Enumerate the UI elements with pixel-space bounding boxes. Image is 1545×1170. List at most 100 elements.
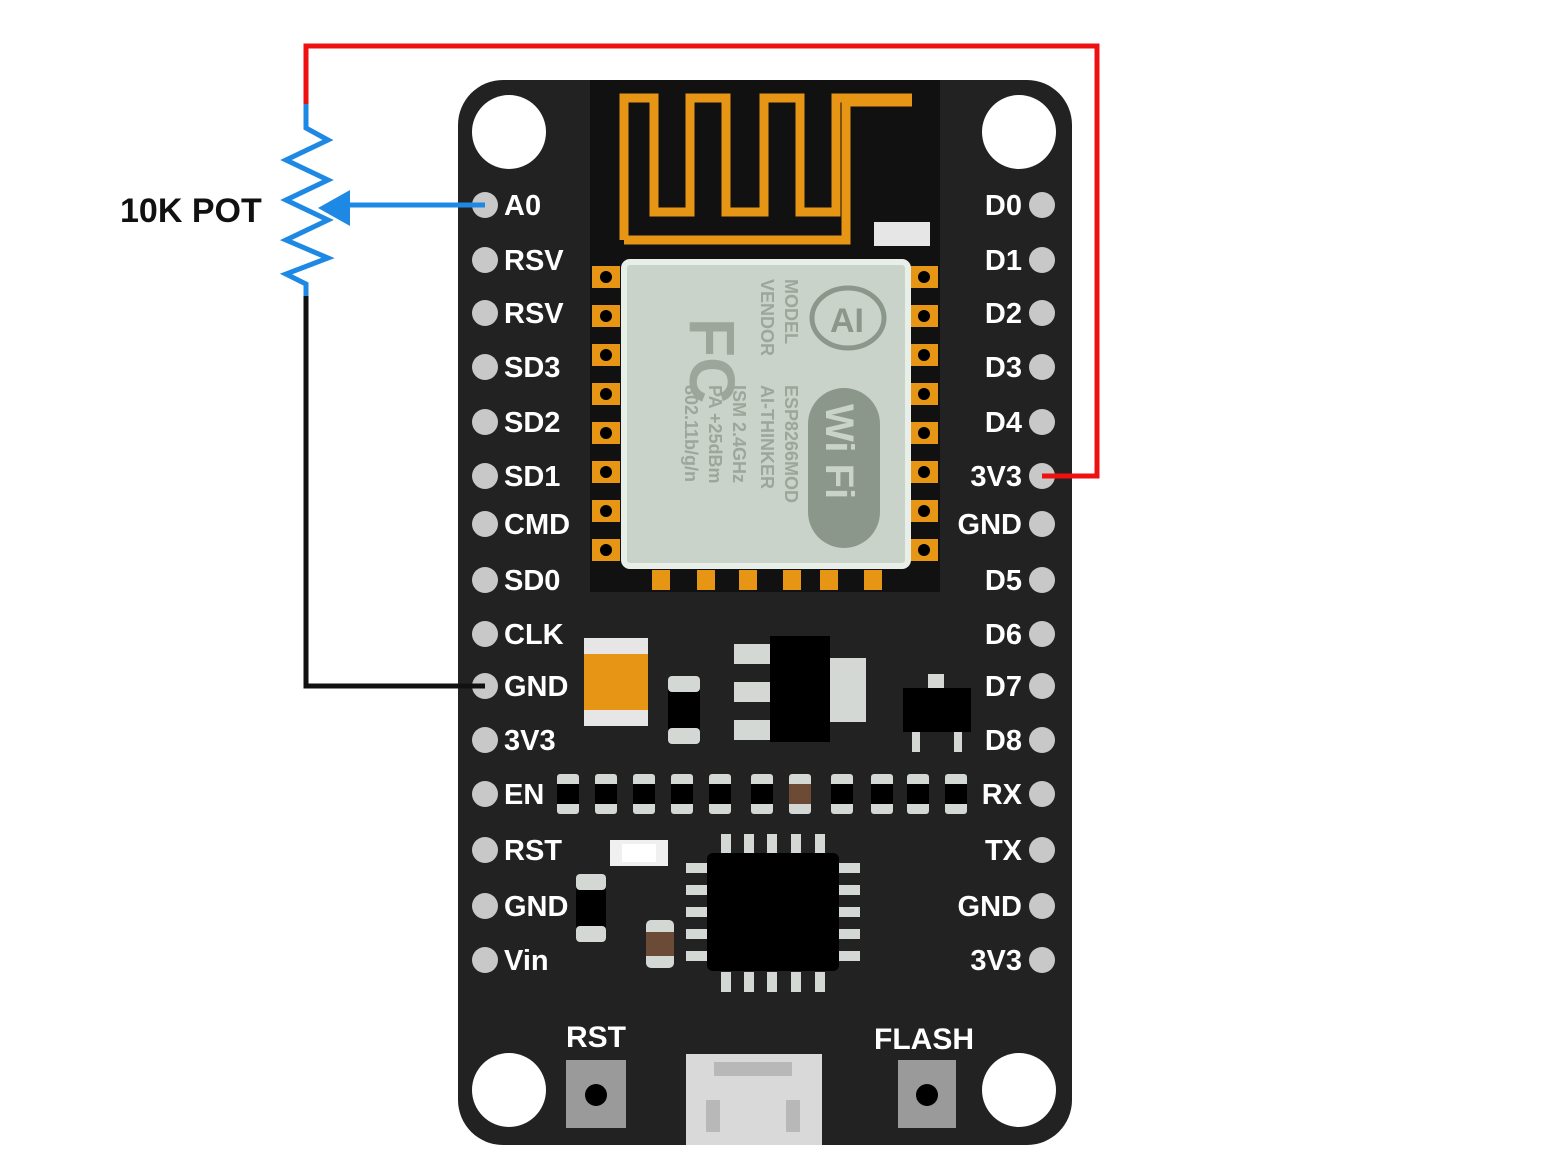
- chip-pin-bottom: [791, 972, 801, 992]
- chip-pin-left: [686, 951, 708, 961]
- pin-pad: [1029, 727, 1055, 753]
- module-pad-hole: [600, 505, 612, 517]
- module-pad-hole: [918, 544, 930, 556]
- reset-button-cap[interactable]: [585, 1084, 607, 1106]
- wifi-mark: Wi Fi: [817, 404, 861, 499]
- pin-label: RST: [504, 835, 562, 867]
- module-pad-hole: [918, 505, 930, 517]
- shield-text-80211: 802.11b/g/n: [681, 385, 701, 482]
- right-pin-d4-4: D4: [985, 407, 1055, 439]
- module-pads-bottom: [652, 570, 882, 590]
- pin-label: D8: [985, 725, 1022, 757]
- left-pin-rsv-1: RSV: [472, 245, 564, 277]
- left-pin-3v3-10: 3V3: [472, 725, 556, 757]
- right-pin-d8-10: D8: [985, 725, 1055, 757]
- module-pad: [820, 570, 838, 590]
- chip-pin-left: [686, 863, 708, 873]
- chip-pin-right: [838, 951, 860, 961]
- module-pad-hole: [600, 388, 612, 400]
- smd-resistor-brown-body: [646, 932, 674, 956]
- pin-label: TX: [985, 835, 1023, 867]
- micro-usb-tab-right: [786, 1100, 800, 1132]
- smd-diode-end-bottom: [668, 728, 700, 744]
- pin-label: GND: [504, 891, 568, 923]
- chip-pin-bottom: [744, 972, 754, 992]
- micro-usb-inner: [714, 1062, 792, 1076]
- pin-label: CMD: [504, 509, 570, 541]
- shield-markings: MODEL VENDOR ESP8266MOD AI-THINKER ISM 2…: [681, 279, 801, 503]
- flash-button-cap[interactable]: [916, 1084, 938, 1106]
- mounting-hole-top-right: [982, 95, 1056, 169]
- chip-pin-top: [767, 834, 777, 854]
- chip-pin-top: [791, 834, 801, 854]
- pin-pad: [1029, 567, 1055, 593]
- ai-logo-icon: AI: [809, 285, 887, 351]
- left-pin-en-11: EN: [472, 779, 544, 811]
- pin-label: 3V3: [970, 945, 1022, 977]
- chip-pin-left: [686, 907, 708, 917]
- shield-text-ism: ISM 2.4GHz: [729, 385, 749, 483]
- right-pin-3v3-14: 3V3: [970, 945, 1055, 977]
- pin-pad: [472, 300, 498, 326]
- module-pads-left: [592, 266, 620, 561]
- module-pad: [652, 570, 670, 590]
- pin-pad: [1029, 247, 1055, 273]
- smd-diode-2-end-top: [576, 874, 606, 890]
- pin-label: EN: [504, 779, 544, 811]
- pin-label: D6: [985, 619, 1022, 651]
- smd-resistor-body: [751, 784, 773, 804]
- smd-resistor-body: [831, 784, 853, 804]
- left-pin-sd3-3: SD3: [472, 352, 560, 384]
- module-pad-hole: [600, 427, 612, 439]
- chip-pin-top: [721, 834, 731, 854]
- pin-label: SD3: [504, 352, 560, 384]
- antenna-led: [874, 222, 930, 246]
- reset-button-label: RST: [566, 1021, 626, 1054]
- smd-diode: [668, 676, 700, 744]
- pin-label: CLK: [504, 619, 564, 651]
- pin-pad: [472, 837, 498, 863]
- left-pin-sd0-7: SD0: [472, 565, 560, 597]
- smd-resistor-body: [871, 784, 893, 804]
- mounting-hole-bottom-right: [982, 1053, 1056, 1127]
- fcc-logo-icon: FC: [676, 318, 748, 403]
- pcb-antenna-meander: [619, 93, 912, 240]
- pin-label: 3V3: [970, 461, 1022, 493]
- pin-label: D7: [985, 671, 1022, 703]
- right-pin-d6-8: D6: [985, 619, 1055, 651]
- left-pin-cmd-6: CMD: [472, 509, 570, 541]
- module-pad-hole: [600, 349, 612, 361]
- pin-pad: [472, 893, 498, 919]
- regulator-pin-3: [734, 720, 770, 740]
- pin-label: D1: [985, 245, 1022, 277]
- right-pin-rx-11: RX: [982, 779, 1055, 811]
- pin-label: SD2: [504, 407, 560, 439]
- usb-serial-chip-pins: [686, 834, 860, 992]
- left-pin-clk-8: CLK: [472, 619, 564, 651]
- left-pin-sd2-4: SD2: [472, 407, 560, 439]
- pin-label: GND: [504, 671, 568, 703]
- shield-text-esp8266mod: ESP8266MOD: [781, 385, 801, 503]
- module-pad-hole: [600, 310, 612, 322]
- pin-label: RSV: [504, 298, 564, 330]
- pin-pad: [472, 621, 498, 647]
- potentiometer-resistor: [279, 104, 335, 296]
- mounting-hole-bottom-left: [472, 1053, 546, 1127]
- pin-pad: [1029, 354, 1055, 380]
- smd-resistor-body: [789, 784, 811, 804]
- shield-text-model: MODEL: [781, 279, 801, 344]
- smd-resistor-body: [671, 784, 693, 804]
- pin-pad: [1029, 673, 1055, 699]
- chip-pin-right: [838, 907, 860, 917]
- module-pad: [697, 570, 715, 590]
- pin-pad: [472, 409, 498, 435]
- pin-label: D5: [985, 565, 1022, 597]
- module-pad: [864, 570, 882, 590]
- module-pad-hole: [918, 388, 930, 400]
- pin-pad: [1029, 511, 1055, 537]
- transistor-pin-left: [912, 732, 920, 752]
- wifi-logo-icon: Wi Fi: [808, 388, 880, 548]
- micro-usb-tab-left: [706, 1100, 720, 1132]
